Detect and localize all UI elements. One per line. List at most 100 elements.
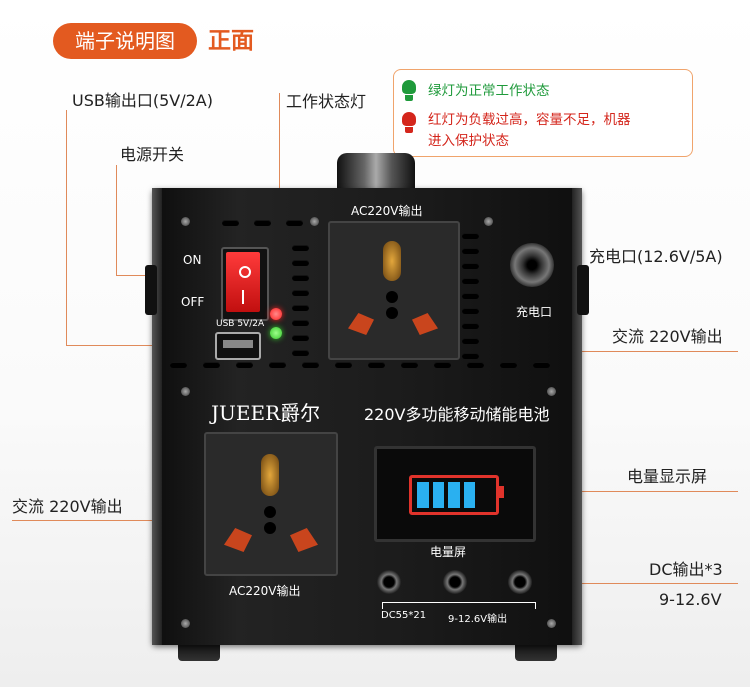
vent-slot — [462, 278, 479, 284]
battery-bar — [432, 482, 445, 508]
leader-screen-h — [522, 491, 738, 492]
battery-level-bars — [417, 482, 491, 508]
top-handle — [337, 153, 415, 193]
leader-usb-h — [66, 345, 218, 346]
callout-ac-out-left: 交流 220V输出 — [12, 497, 123, 516]
legend-red-text-1: 红灯为负载过高，容量不足，机器 — [428, 112, 631, 128]
callout-dc-out-range: 9-12.6V — [659, 590, 722, 609]
vent-grille — [222, 216, 312, 236]
side-title: 正面 — [208, 28, 254, 54]
battery-bar — [463, 482, 476, 508]
dc-label-2: 9-12.6V输出 — [448, 614, 508, 625]
vent-grille — [292, 245, 317, 365]
vent-slot — [292, 245, 309, 251]
vent-slot — [368, 362, 385, 368]
vent-slot — [236, 362, 253, 368]
battery-frame — [409, 475, 499, 515]
vent-slot — [292, 335, 309, 341]
vent-slot — [500, 362, 517, 368]
foot-left — [178, 643, 220, 661]
callout-status-light: 工作状态灯 — [286, 92, 367, 111]
leader-switch-v — [116, 165, 117, 275]
vent-grille — [462, 233, 492, 373]
charge-port-label: 充电口 — [516, 305, 553, 319]
indicator-legend: 绿灯为正常工作状态 红灯为负载过高，容量不足，机器 进入保护状态 — [393, 69, 693, 157]
screen-label: 电量屏 — [430, 545, 467, 559]
callout-charge-port: 充电口(12.6V/5A) — [589, 247, 723, 266]
device-edge-left — [152, 188, 162, 645]
vent-slot — [269, 362, 286, 368]
side-bracket-left — [145, 265, 157, 315]
vent-slot — [462, 323, 479, 329]
screw — [547, 387, 556, 396]
vent-slot — [462, 233, 479, 239]
battery-bar — [479, 482, 491, 508]
callout-power-switch: 电源开关 — [120, 145, 185, 164]
vent-slot — [434, 362, 451, 368]
brand-logo: JUEER爵尔 — [211, 401, 321, 425]
vent-slot — [203, 362, 220, 368]
callout-usb-port: USB输出口(5V/2A) — [72, 91, 213, 110]
vent-slot — [462, 308, 479, 314]
battery-bar — [417, 482, 429, 508]
dc-port-1[interactable] — [377, 570, 401, 594]
vent-slot — [467, 362, 484, 368]
ac-bottom-label: AC220V输出 — [229, 584, 301, 598]
vent-grille — [170, 362, 570, 382]
vent-slot — [292, 320, 309, 326]
power-rocker[interactable] — [226, 252, 260, 312]
vent-slot — [292, 350, 309, 356]
leader-usb-v — [66, 110, 67, 345]
side-bracket-right — [577, 265, 589, 315]
screw — [181, 619, 190, 628]
vent-slot — [292, 260, 309, 266]
leader-dc-h — [544, 583, 738, 584]
screw — [547, 619, 556, 628]
screw — [310, 217, 319, 226]
ac-top-label: AC220V输出 — [351, 204, 423, 218]
vent-slot — [292, 305, 309, 311]
dc-port-2[interactable] — [443, 570, 467, 594]
product-name: 220V多功能移动储能电池 — [364, 405, 550, 424]
dc-port-3[interactable] — [508, 570, 532, 594]
vent-slot — [170, 362, 187, 368]
switch-off-label: OFF — [181, 295, 205, 309]
green-led — [270, 327, 282, 339]
screw — [484, 217, 493, 226]
vent-slot — [462, 248, 479, 254]
battery-terminal — [498, 486, 504, 498]
foot-right — [515, 643, 557, 661]
battery-bar — [448, 482, 460, 508]
usb-label: USB 5V/2A — [216, 319, 265, 329]
red-bulb-icon — [402, 112, 416, 133]
dc-label-1: DC55*21 — [381, 610, 427, 621]
dc-bracket — [382, 602, 536, 609]
screw — [181, 387, 190, 396]
ac-outlet-top[interactable] — [328, 221, 460, 360]
vent-slot — [335, 362, 352, 368]
section-tag: 端子说明图 — [53, 23, 197, 59]
vent-slot — [533, 362, 550, 368]
ac-outlet-bottom[interactable] — [204, 432, 338, 576]
screw — [181, 217, 190, 226]
switch-on-label: ON — [183, 253, 202, 267]
legend-green-text: 绿灯为正常工作状态 — [428, 83, 550, 99]
vent-slot — [462, 338, 479, 344]
vent-slot — [292, 275, 309, 281]
vent-slot — [462, 263, 479, 269]
device-edge-right — [572, 188, 582, 645]
battery-screen — [374, 446, 536, 542]
green-bulb-icon — [402, 80, 416, 101]
callout-battery-screen: 电量显示屏 — [627, 467, 708, 486]
leader-ac-left-h — [12, 520, 239, 521]
vent-slot — [292, 290, 309, 296]
vent-slot — [302, 362, 319, 368]
vent-slot — [462, 293, 479, 299]
vent-slot — [401, 362, 418, 368]
callout-dc-out-title: DC输出*3 — [649, 560, 723, 579]
legend-red-text-2: 进入保护状态 — [428, 133, 509, 149]
callout-ac-out-top: 交流 220V输出 — [612, 327, 723, 346]
usb-port[interactable] — [215, 332, 261, 360]
vent-slot — [462, 353, 479, 359]
charge-port[interactable] — [510, 243, 554, 287]
